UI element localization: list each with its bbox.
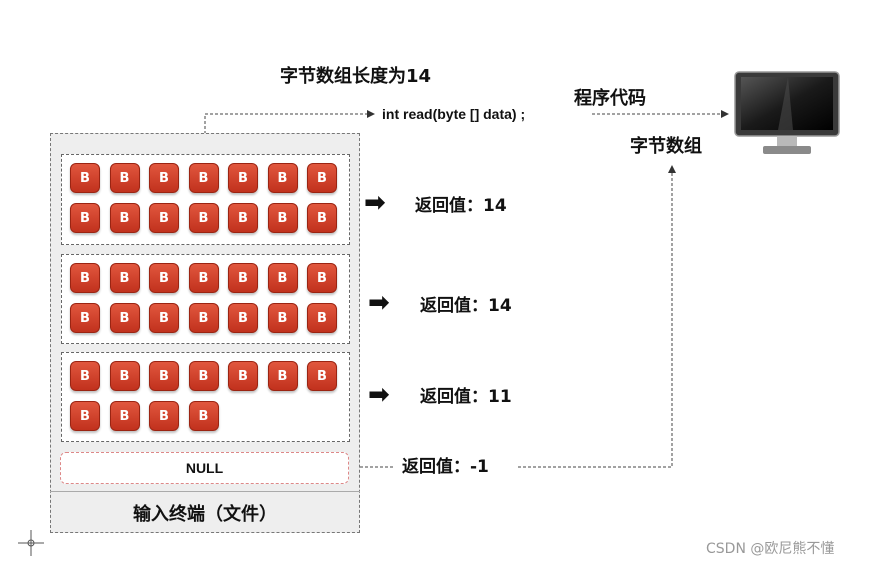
byte-cell: B	[307, 303, 337, 333]
byte-cell: B	[267, 263, 298, 293]
byte-array-length-label: 字节数组长度为14	[280, 66, 432, 87]
byte-cell: B	[228, 303, 258, 333]
byte-cell: B	[228, 203, 258, 233]
byte-cell: B	[70, 163, 100, 193]
program-code-label: 程序代码	[574, 88, 646, 109]
byte-cell: B	[149, 163, 179, 193]
byte-cell: B	[149, 203, 179, 233]
byte-cell: B	[188, 401, 219, 431]
byte-cell: B	[109, 263, 140, 293]
byte-cell: B	[188, 203, 219, 233]
byte-cell: B	[188, 263, 219, 293]
return-value-2: 返回值：14	[420, 296, 512, 316]
byte-cell: B	[109, 361, 140, 391]
byte-cell: B	[307, 203, 337, 233]
byte-cell: B	[149, 263, 179, 293]
byte-cell: B	[149, 361, 179, 391]
byte-cell: B	[70, 263, 100, 293]
code-line: int read(byte [] data) ;	[382, 106, 526, 122]
byte-cell: B	[70, 303, 100, 333]
byte-cell: B	[188, 303, 219, 333]
byte-cell: B	[228, 163, 258, 193]
read-call-line	[204, 110, 375, 154]
byte-cell: B	[70, 203, 100, 233]
watermark: CSDN @欧尼熊不懂	[706, 541, 835, 557]
byte-cell: B	[70, 401, 100, 431]
monitor-icon	[734, 71, 840, 154]
byte-cell: B	[307, 163, 337, 193]
byte-cell: B	[267, 203, 298, 233]
byte-array-label: 字节数组	[630, 136, 702, 157]
return-value-end: 返回值：-1	[402, 457, 489, 477]
byte-cell: B	[307, 361, 337, 391]
byte-cell: B	[109, 163, 140, 193]
terminal-label: 输入终端（文件）	[50, 491, 360, 533]
byte-cell: B	[149, 303, 179, 333]
byte-cell: B	[109, 203, 140, 233]
byte-cell: B	[70, 361, 100, 391]
return-value-3: 返回值：11	[420, 387, 512, 407]
right-arrow-icon: ➡	[368, 380, 390, 410]
byte-cell: B	[109, 303, 140, 333]
byte-cell: B	[307, 263, 337, 293]
byte-cell: B	[149, 401, 179, 431]
return-value-1: 返回值：14	[415, 196, 507, 216]
right-arrow-icon: ➡	[364, 188, 386, 218]
right-arrow-icon: ➡	[368, 288, 390, 318]
byte-cell: B	[267, 163, 298, 193]
eof-to-byte-array-line	[518, 165, 676, 468]
null-box: NULL	[60, 452, 349, 484]
byte-cell: B	[267, 361, 298, 391]
byte-cell: B	[228, 361, 258, 391]
byte-cell: B	[228, 263, 258, 293]
byte-cell: B	[188, 163, 219, 193]
byte-cell: B	[267, 303, 298, 333]
crosshair-icon	[18, 530, 44, 556]
byte-cell: B	[109, 401, 140, 431]
byte-cell: B	[188, 361, 219, 391]
